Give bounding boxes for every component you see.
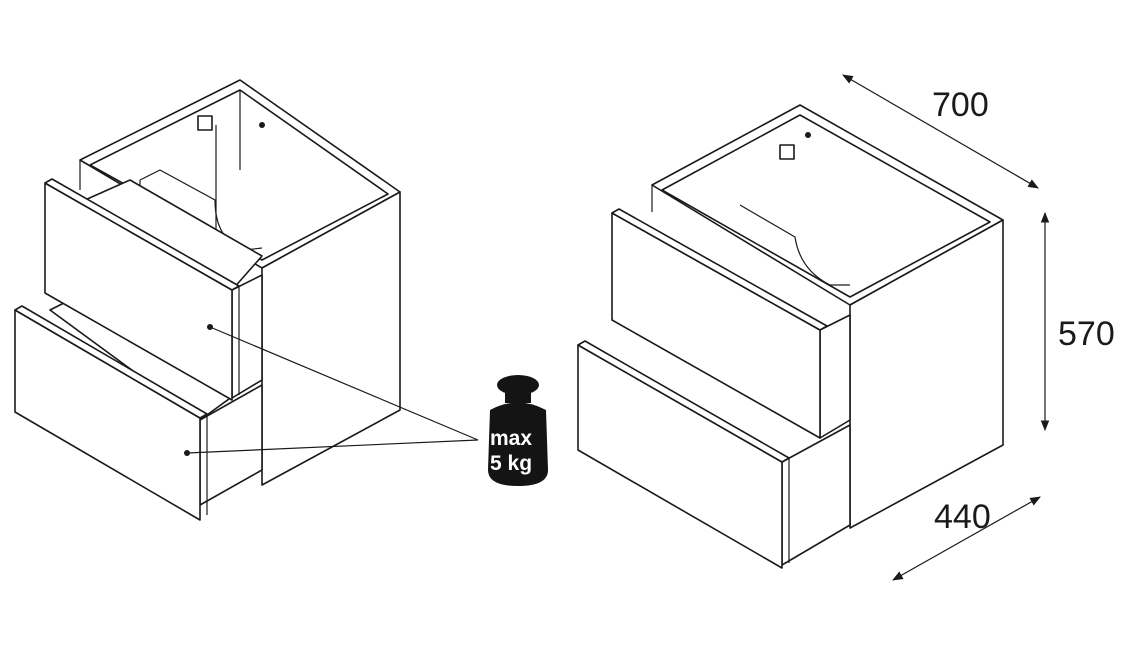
depth-label: 440 [934, 498, 991, 536]
weight-label-kg: 5 kg [490, 452, 532, 475]
width-dimension-arrow [842, 74, 1039, 189]
cabinet-open-drawers [14, 79, 479, 521]
cabinet-closed [577, 104, 1004, 569]
width-label: 700 [932, 86, 989, 124]
depth-dimension-arrow [892, 496, 1041, 581]
weight-icon [488, 375, 548, 486]
height-label: 570 [1058, 315, 1115, 353]
weight-label-max: max [490, 427, 532, 450]
